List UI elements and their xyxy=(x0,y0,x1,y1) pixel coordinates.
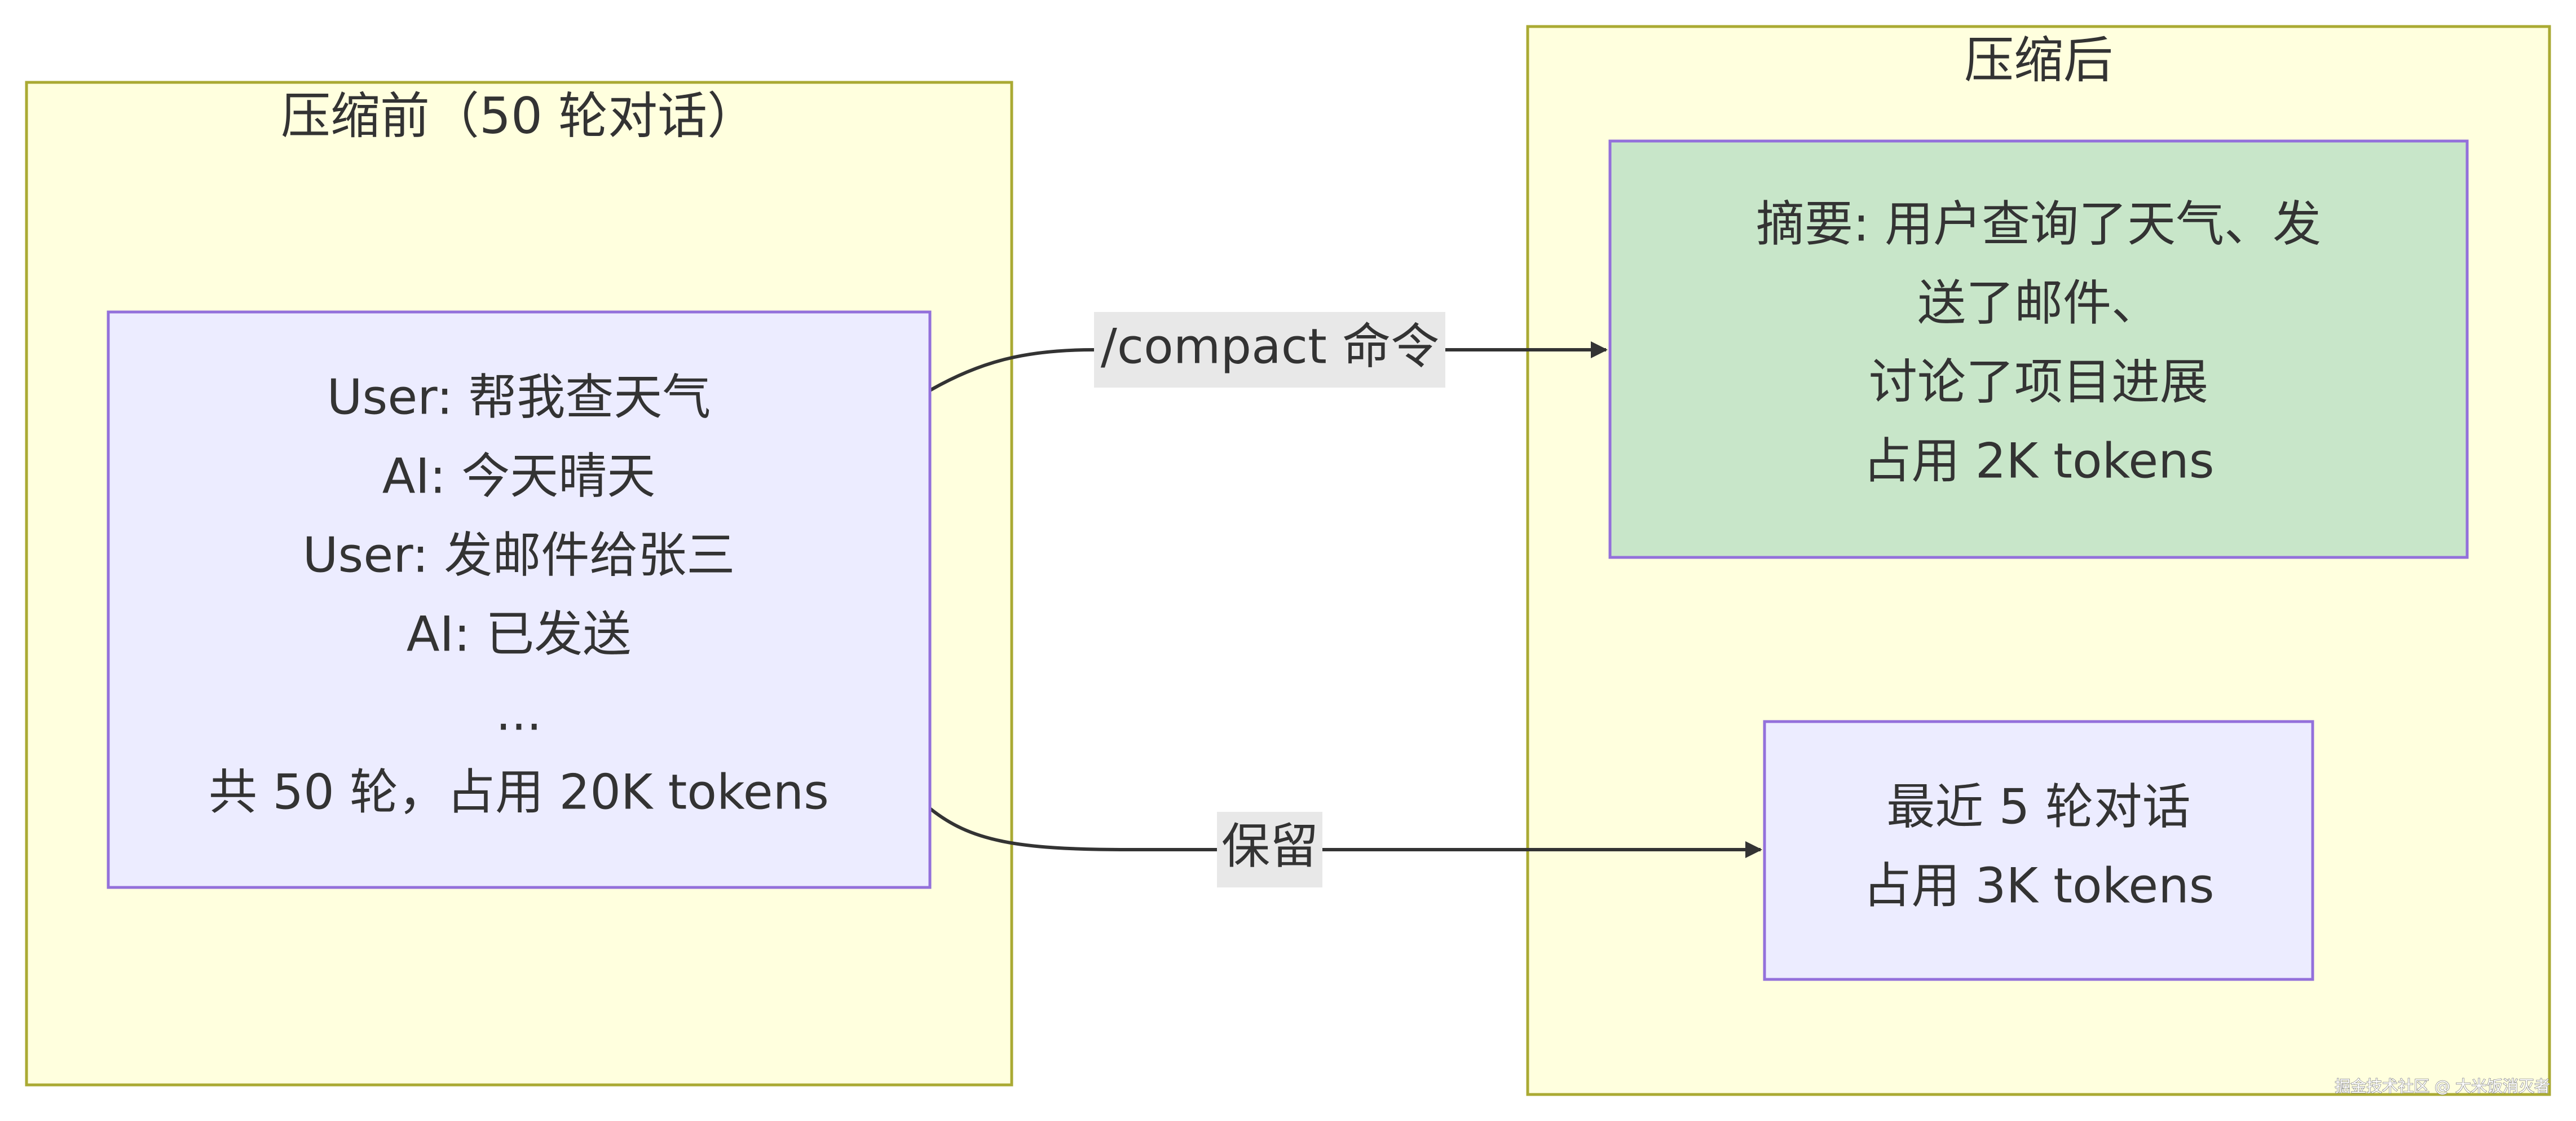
cluster-before-title: 压缩前（50 轮对话） xyxy=(281,87,757,145)
edge-keep-label: 保留 xyxy=(1221,818,1318,874)
node-summary-line-4: 占用 2K tokens xyxy=(1863,433,2214,489)
cluster-after-title: 压缩后 xyxy=(1964,31,2113,89)
node-history-line-1: User: 帮我查天气 xyxy=(327,369,711,425)
node-recent-line-1: 最近 5 轮对话 xyxy=(1886,779,2190,835)
edge-compact-label: /compact 命令 xyxy=(1101,318,1439,375)
node-recent-box[interactable] xyxy=(1763,720,2314,981)
node-history-line-2: AI: 今天晴天 xyxy=(382,448,656,504)
watermark: 掘金技术社区 @ 大米饭消灭者 xyxy=(2335,1077,2550,1096)
node-history-line-6: 共 50 轮，占用 20K tokens xyxy=(209,764,829,820)
edge-keep-path[interactable] xyxy=(929,807,1762,858)
node-history-line-5: ... xyxy=(496,685,542,741)
node-recent-line-2: 占用 3K tokens xyxy=(1863,858,2214,914)
node-history-box[interactable] xyxy=(107,310,932,889)
edge-keep-label-bg xyxy=(1217,812,1322,887)
node-summary-line-3: 讨论了项目进展 xyxy=(1869,354,2208,410)
node-history[interactable]: User: 帮我查天气 AI: 今天晴天 User: 发邮件给张三 AI: 已发… xyxy=(107,310,932,889)
node-recent[interactable]: 最近 5 轮对话 占用 3K tokens xyxy=(1763,720,2314,981)
node-summary-box[interactable] xyxy=(1608,139,2469,559)
edge-compact[interactable]: /compact 命令 xyxy=(929,312,1608,392)
edge-keep[interactable]: 保留 xyxy=(929,807,1762,887)
node-summary-line-1: 摘要: 用户查询了天气、发 xyxy=(1756,196,2321,252)
edge-compact-path[interactable] xyxy=(929,341,1608,392)
node-history-line-3: User: 发邮件给张三 xyxy=(303,527,735,583)
edge-compact-label-bg xyxy=(1094,312,1445,388)
node-history-line-4: AI: 已发送 xyxy=(407,606,632,662)
node-summary-line-2: 送了邮件、 xyxy=(1917,275,2160,331)
node-summary[interactable]: 摘要: 用户查询了天气、发 送了邮件、 讨论了项目进展 占用 2K tokens xyxy=(1608,139,2469,559)
